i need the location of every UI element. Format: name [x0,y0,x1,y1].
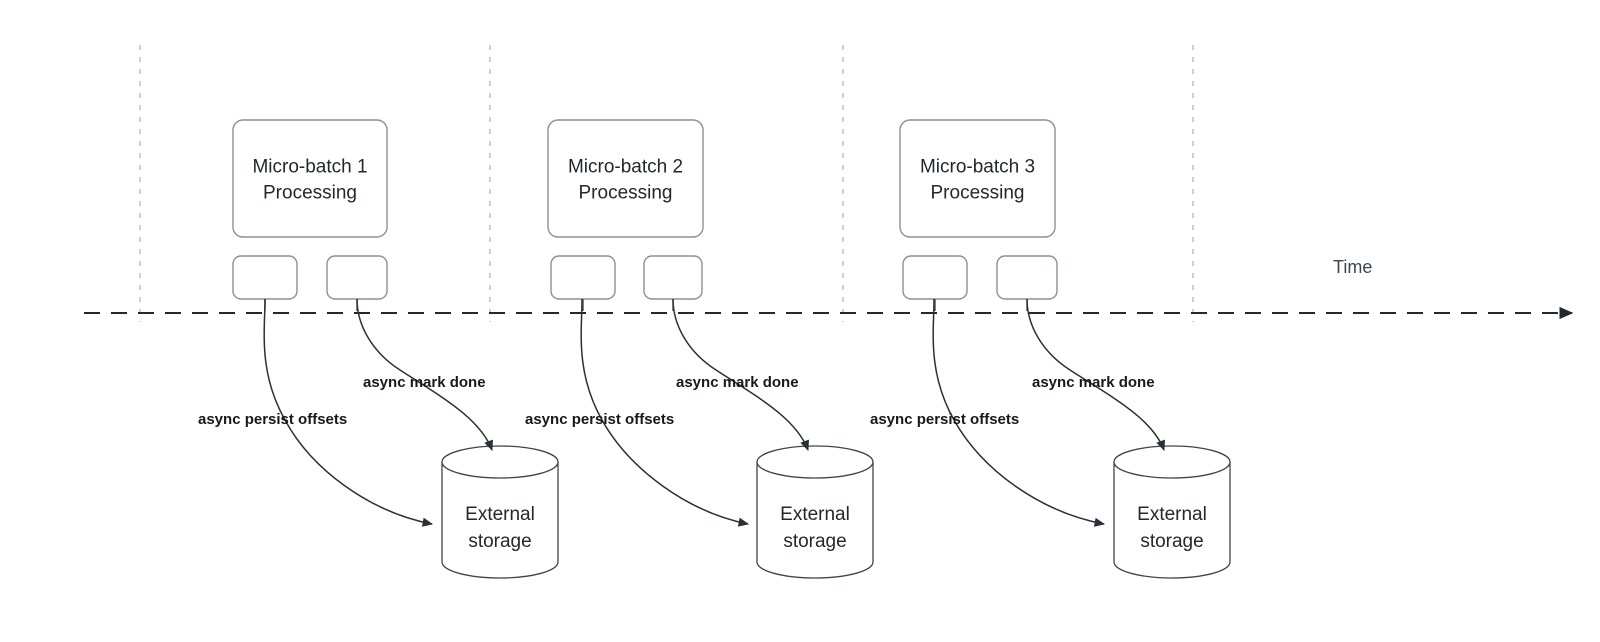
task-box-markdone-2[interactable] [643,255,703,300]
mark-done-edge-2-label: async mark done [676,374,799,391]
external-storage-cylinder-3[interactable] [1113,445,1231,579]
external-storage-label-1-line2: storage [468,531,531,552]
micro-batch-label-2-line2: Processing [579,183,673,204]
micro-batch-label-3-line1: Micro-batch 3 [920,157,1035,178]
vertical-dividers [139,45,1194,322]
persist-offsets-edge-3 [932,298,1106,527]
timeline-axis-group: Time [84,257,1574,320]
micro-batch-label-1-line2: Processing [263,183,357,204]
persist-offsets-edge-3-label: async persist offsets [870,411,1019,428]
external-storage-cylinder-1[interactable] [441,445,559,579]
persist-offsets-edge-1-label: async persist offsets [198,411,347,428]
micro-batch-label-1-line1: Micro-batch 1 [252,157,367,178]
task-box-persist-2[interactable] [550,255,616,300]
persist-offsets-edge-2-label: async persist offsets [525,411,674,428]
micro-batch-box-1[interactable] [232,119,388,238]
external-storage-label-1-line1: External [465,504,535,525]
mark-done-edge-3-label: async mark done [1032,374,1155,391]
task-box-persist-1[interactable] [232,255,298,300]
external-storage-label-3-line2: storage [1140,531,1203,552]
external-storage-top-ellipse-1 [441,461,559,479]
mark-done-edge-1 [356,298,493,451]
external-storage-label-2-line2: storage [783,531,846,552]
external-storage-label-3-line1: External [1137,504,1207,525]
persist-offsets-edge-2 [580,298,750,527]
task-box-markdone-3[interactable] [996,255,1058,300]
external-storage-top-ellipse-3 [1113,461,1231,479]
persist-offsets-edge-1 [263,298,434,527]
mark-done-edge-1-label: async mark done [363,374,486,391]
mark-done-edge-3 [1026,298,1165,451]
external-storage-cylinder-2[interactable] [756,445,874,579]
micro-batch-box-3[interactable] [899,119,1056,238]
task-box-markdone-1[interactable] [326,255,388,300]
task-box-persist-3[interactable] [902,255,968,300]
micro-batch-label-2-line1: Micro-batch 2 [568,157,683,178]
external-storage-label-2-line1: External [780,504,850,525]
time-axis-label: Time [1333,257,1372,277]
micro-batch-box-2[interactable] [547,119,704,238]
mark-done-edge-2 [672,298,809,451]
micro-batch-label-3-line2: Processing [931,183,1025,204]
external-storage-top-ellipse-2 [756,461,874,479]
